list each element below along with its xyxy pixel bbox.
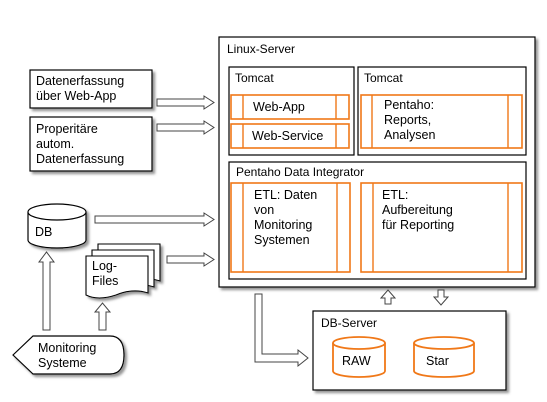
raw-db-label: RAW bbox=[342, 354, 371, 368]
auto-entry-label: Properitäre autom. Datenerfassung bbox=[36, 122, 125, 166]
arrow-linux-to-dbserver-down bbox=[432, 289, 450, 306]
star-db-label: Star bbox=[426, 354, 449, 368]
etl-reporting-box bbox=[360, 182, 523, 273]
auto-entry-box bbox=[29, 116, 153, 172]
db-server-title: DB-Server bbox=[321, 316, 378, 330]
pentaho-reports-box bbox=[360, 94, 523, 149]
monitoring-systems-label: Monitoring Systeme bbox=[38, 341, 97, 370]
log-files-label: Log- Files bbox=[92, 259, 119, 288]
web-app-box bbox=[230, 94, 350, 120]
arrow-monitoring-to-logs bbox=[93, 302, 112, 331]
web-app-entry-label: Datenerfassung über Web-App bbox=[36, 74, 125, 103]
raw-database-icon bbox=[332, 336, 386, 378]
etl-monitoring-box bbox=[230, 182, 351, 273]
arrow-webapp-to-tomcat bbox=[156, 95, 215, 110]
log-files-icon bbox=[85, 243, 161, 299]
monitoring-systems-shape bbox=[12, 335, 125, 375]
arrow-logs-to-pdi bbox=[166, 252, 215, 267]
web-service-box bbox=[230, 123, 350, 149]
arrow-dbserver-to-linux bbox=[379, 289, 397, 305]
pentaho-reports-label: Pentaho: Reports, Analysen bbox=[384, 98, 436, 142]
web-app-label: Web-App bbox=[253, 100, 305, 114]
linux-server-title: Linux-Server bbox=[227, 42, 296, 56]
star-database-icon bbox=[413, 336, 475, 378]
tomcat-right-title: Tomcat bbox=[364, 71, 403, 85]
arrow-db-to-pdi bbox=[94, 212, 215, 227]
web-service-label: Web-Service bbox=[252, 129, 324, 143]
tomcat-left-title: Tomcat bbox=[235, 71, 274, 85]
etl-monitoring-label: ETL: Daten von Monitoring Systemen bbox=[254, 188, 318, 247]
web-app-entry-box bbox=[29, 69, 153, 109]
source-db-label: DB bbox=[35, 225, 53, 239]
arrow-linux-to-dbserver bbox=[254, 293, 309, 368]
arrow-monitoring-to-db bbox=[38, 251, 55, 331]
arrow-auto-to-tomcat bbox=[156, 120, 215, 135]
pdi-title: Pentaho Data Integrator bbox=[236, 165, 365, 179]
etl-reporting-label: ETL: Aufbereitung für Reporting bbox=[382, 188, 455, 232]
source-db-icon bbox=[27, 203, 87, 249]
